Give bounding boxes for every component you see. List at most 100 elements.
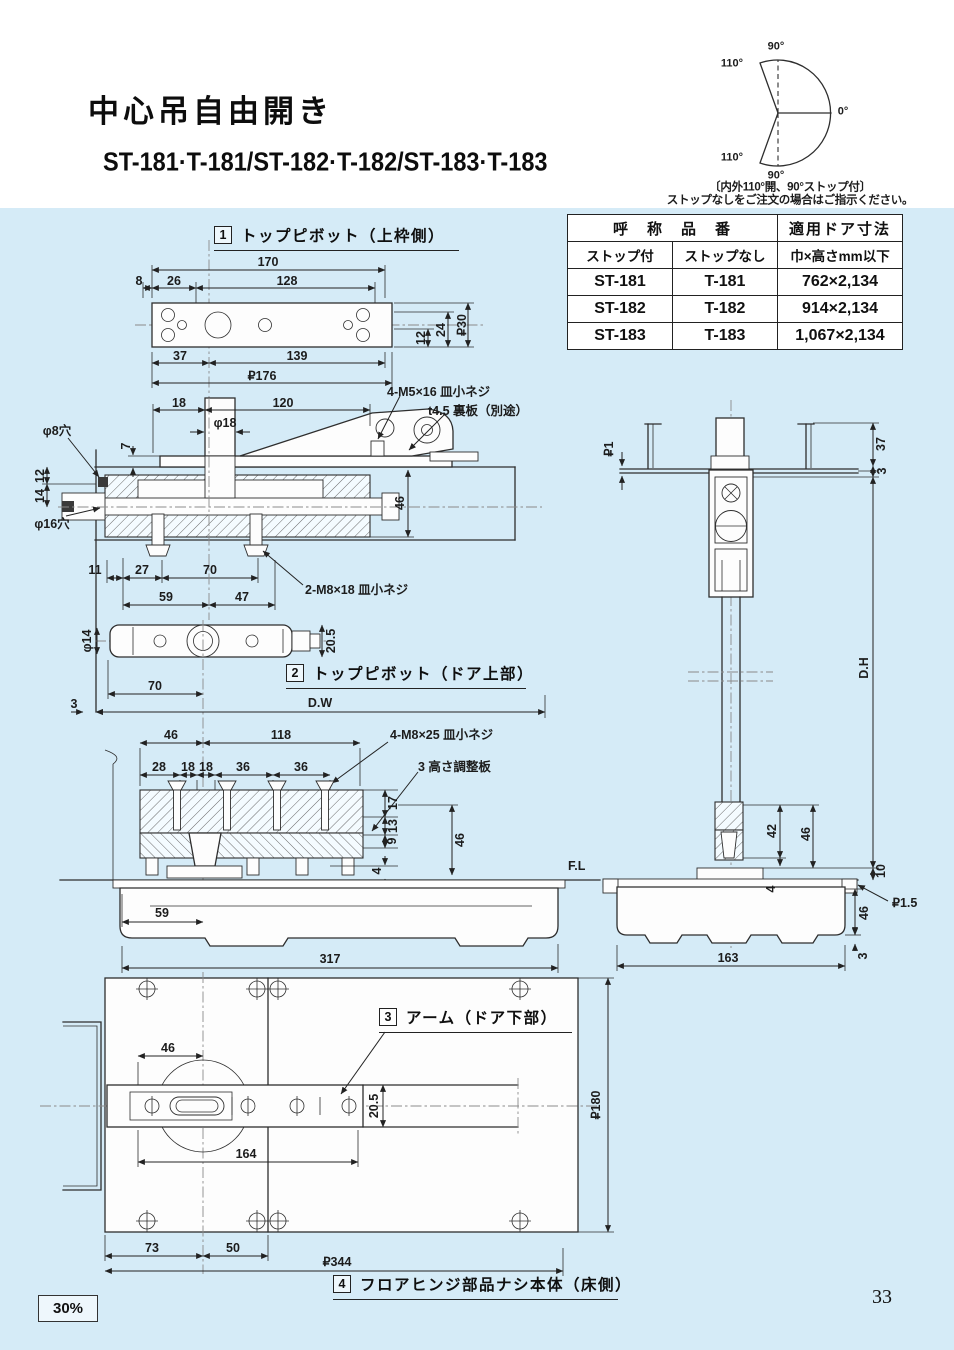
cell-model: ST-181 bbox=[567, 268, 673, 296]
plan-screw-symbols bbox=[136, 978, 531, 1232]
callout-top-pivot-frame: 1 トップピボット（上枠側） bbox=[214, 224, 459, 251]
table-row: ST-182 T-182 914×2,134 bbox=[567, 295, 903, 323]
dim: ₽176 bbox=[247, 368, 277, 383]
dim: 4 bbox=[763, 885, 778, 893]
dim: 3 bbox=[874, 467, 889, 475]
dim: ₽180 bbox=[588, 1090, 603, 1120]
dim: 18 bbox=[181, 759, 195, 774]
plan-view-body bbox=[40, 972, 614, 1276]
dim-door-height: D.H bbox=[856, 657, 871, 679]
callout-body: 4 フロアヒンジ部品ナシ本体（床側） bbox=[333, 1273, 631, 1300]
dim: 59 bbox=[159, 589, 173, 604]
swing-label-bottom: 90° bbox=[767, 169, 785, 182]
dim: 50 bbox=[226, 1240, 240, 1255]
dim: 118 bbox=[270, 727, 292, 742]
cell-model: T-183 bbox=[672, 322, 778, 350]
view3-floor-hinge-section bbox=[59, 739, 601, 973]
note-screw: 2-M8×18 皿小ネジ bbox=[305, 582, 409, 597]
dim: 17 bbox=[385, 796, 400, 810]
callout-number: 4 bbox=[333, 1275, 351, 1293]
dim: 139 bbox=[286, 348, 308, 363]
dim: 26 bbox=[167, 273, 181, 288]
callout-number: 1 bbox=[214, 226, 232, 244]
swing-caption-2: ストップなしをご注文の場合はご指示ください。 bbox=[666, 194, 914, 207]
dim: 37 bbox=[173, 348, 187, 363]
cell-model: ST-182 bbox=[567, 295, 673, 323]
dim: 14 bbox=[32, 489, 47, 503]
view1-top-pivot-frame bbox=[135, 240, 485, 398]
dim: 13 bbox=[385, 819, 400, 833]
note-adjust-plate: 3 高さ調整板 bbox=[418, 759, 491, 774]
dim: 3 bbox=[855, 952, 870, 960]
dim: 36 bbox=[294, 759, 308, 774]
dim: 20.5 bbox=[366, 1093, 381, 1119]
cell-size: 914×2,134 bbox=[777, 295, 903, 323]
subheader-no-stop: ストップなし bbox=[672, 241, 778, 269]
note-screw: 4-M5×16 皿小ネジ bbox=[387, 384, 491, 399]
callout-label: トップピボット（ドア上部） bbox=[313, 666, 535, 683]
swing-label-upper-left: 110° bbox=[720, 57, 744, 70]
dim: 12 bbox=[413, 331, 428, 345]
note-backplate: t4.5 裏板（別途） bbox=[428, 403, 529, 418]
dim: 36 bbox=[236, 759, 250, 774]
dim: φ14 bbox=[79, 629, 94, 653]
dim: 163 bbox=[717, 950, 739, 965]
dim: ₽1 bbox=[601, 441, 616, 457]
dim: 46 bbox=[392, 496, 407, 510]
dim: 170 bbox=[257, 254, 279, 269]
dim: 3 bbox=[70, 696, 78, 711]
scale-badge: 30% bbox=[38, 1295, 98, 1322]
cell-size: 1,067×2,134 bbox=[777, 322, 903, 350]
dim: 18 bbox=[172, 395, 186, 410]
callout-top-pivot-door: 2 トップピボット（ドア上部） bbox=[286, 662, 533, 689]
floor-line-label: F.L bbox=[568, 858, 586, 873]
dim: 70 bbox=[203, 562, 217, 577]
dim: 317 bbox=[319, 951, 341, 966]
cell-model: T-181 bbox=[672, 268, 778, 296]
dim: 46 bbox=[452, 833, 467, 847]
callout-label: アーム（ドア下部） bbox=[406, 1010, 558, 1027]
page-number: 33 bbox=[872, 1286, 892, 1308]
dim: 20.5 bbox=[323, 628, 338, 654]
subheader-size: 巾×高さmm以下 bbox=[777, 241, 903, 269]
subheader-with-stop: ストップ付 bbox=[567, 241, 673, 269]
swing-label-lower-left: 110° bbox=[720, 151, 744, 164]
dim: 10 bbox=[873, 864, 888, 878]
dim: 18 bbox=[199, 759, 213, 774]
swing-label-right: 0° bbox=[837, 105, 849, 118]
dim: 28 bbox=[152, 759, 166, 774]
spec-table: 呼 称 品 番 適用ドア寸法 ストップ付 ストップなし 巾×高さmm以下 ST-… bbox=[567, 214, 903, 350]
callout-label: フロアヒンジ部品ナシ本体（床側） bbox=[360, 1277, 633, 1294]
dim: 59 bbox=[155, 905, 169, 920]
right-elevation-view bbox=[602, 400, 889, 971]
cell-model: ST-183 bbox=[567, 322, 673, 350]
callout-arm: 3 アーム（ドア下部） bbox=[379, 1006, 572, 1033]
dim: 46 bbox=[856, 906, 871, 920]
dim: ₽344 bbox=[322, 1254, 352, 1269]
callout-number: 3 bbox=[379, 1008, 397, 1026]
dim: 46 bbox=[164, 727, 178, 742]
table-row: ST-183 T-183 1,067×2,134 bbox=[567, 322, 903, 350]
dim: 8 bbox=[135, 273, 143, 288]
dim: 9 bbox=[384, 837, 399, 845]
dim-door-width: D.W bbox=[307, 695, 333, 710]
cell-size: 762×2,134 bbox=[777, 268, 903, 296]
page-title: 中心吊自由開き bbox=[88, 94, 333, 129]
dim: 46 bbox=[161, 1040, 175, 1055]
dim: 27 bbox=[135, 562, 149, 577]
dim: 11 bbox=[88, 562, 102, 577]
note-screw: 4-M8×25 皿小ネジ bbox=[390, 727, 494, 742]
dim: φ16穴 bbox=[34, 516, 70, 531]
dim: 120 bbox=[272, 395, 294, 410]
swing-caption-1: 〔内外110°開、90°ストップ付〕 bbox=[709, 181, 871, 194]
col-header-size: 適用ドア寸法 bbox=[777, 214, 903, 242]
dim: 46 bbox=[798, 827, 813, 841]
dim: ₽1.5 bbox=[892, 895, 918, 910]
dim: 7 bbox=[118, 442, 133, 450]
swing-label-top: 90° bbox=[767, 40, 785, 53]
dim: 164 bbox=[235, 1146, 257, 1161]
dim: 70 bbox=[148, 678, 162, 693]
dim: 73 bbox=[145, 1240, 159, 1255]
